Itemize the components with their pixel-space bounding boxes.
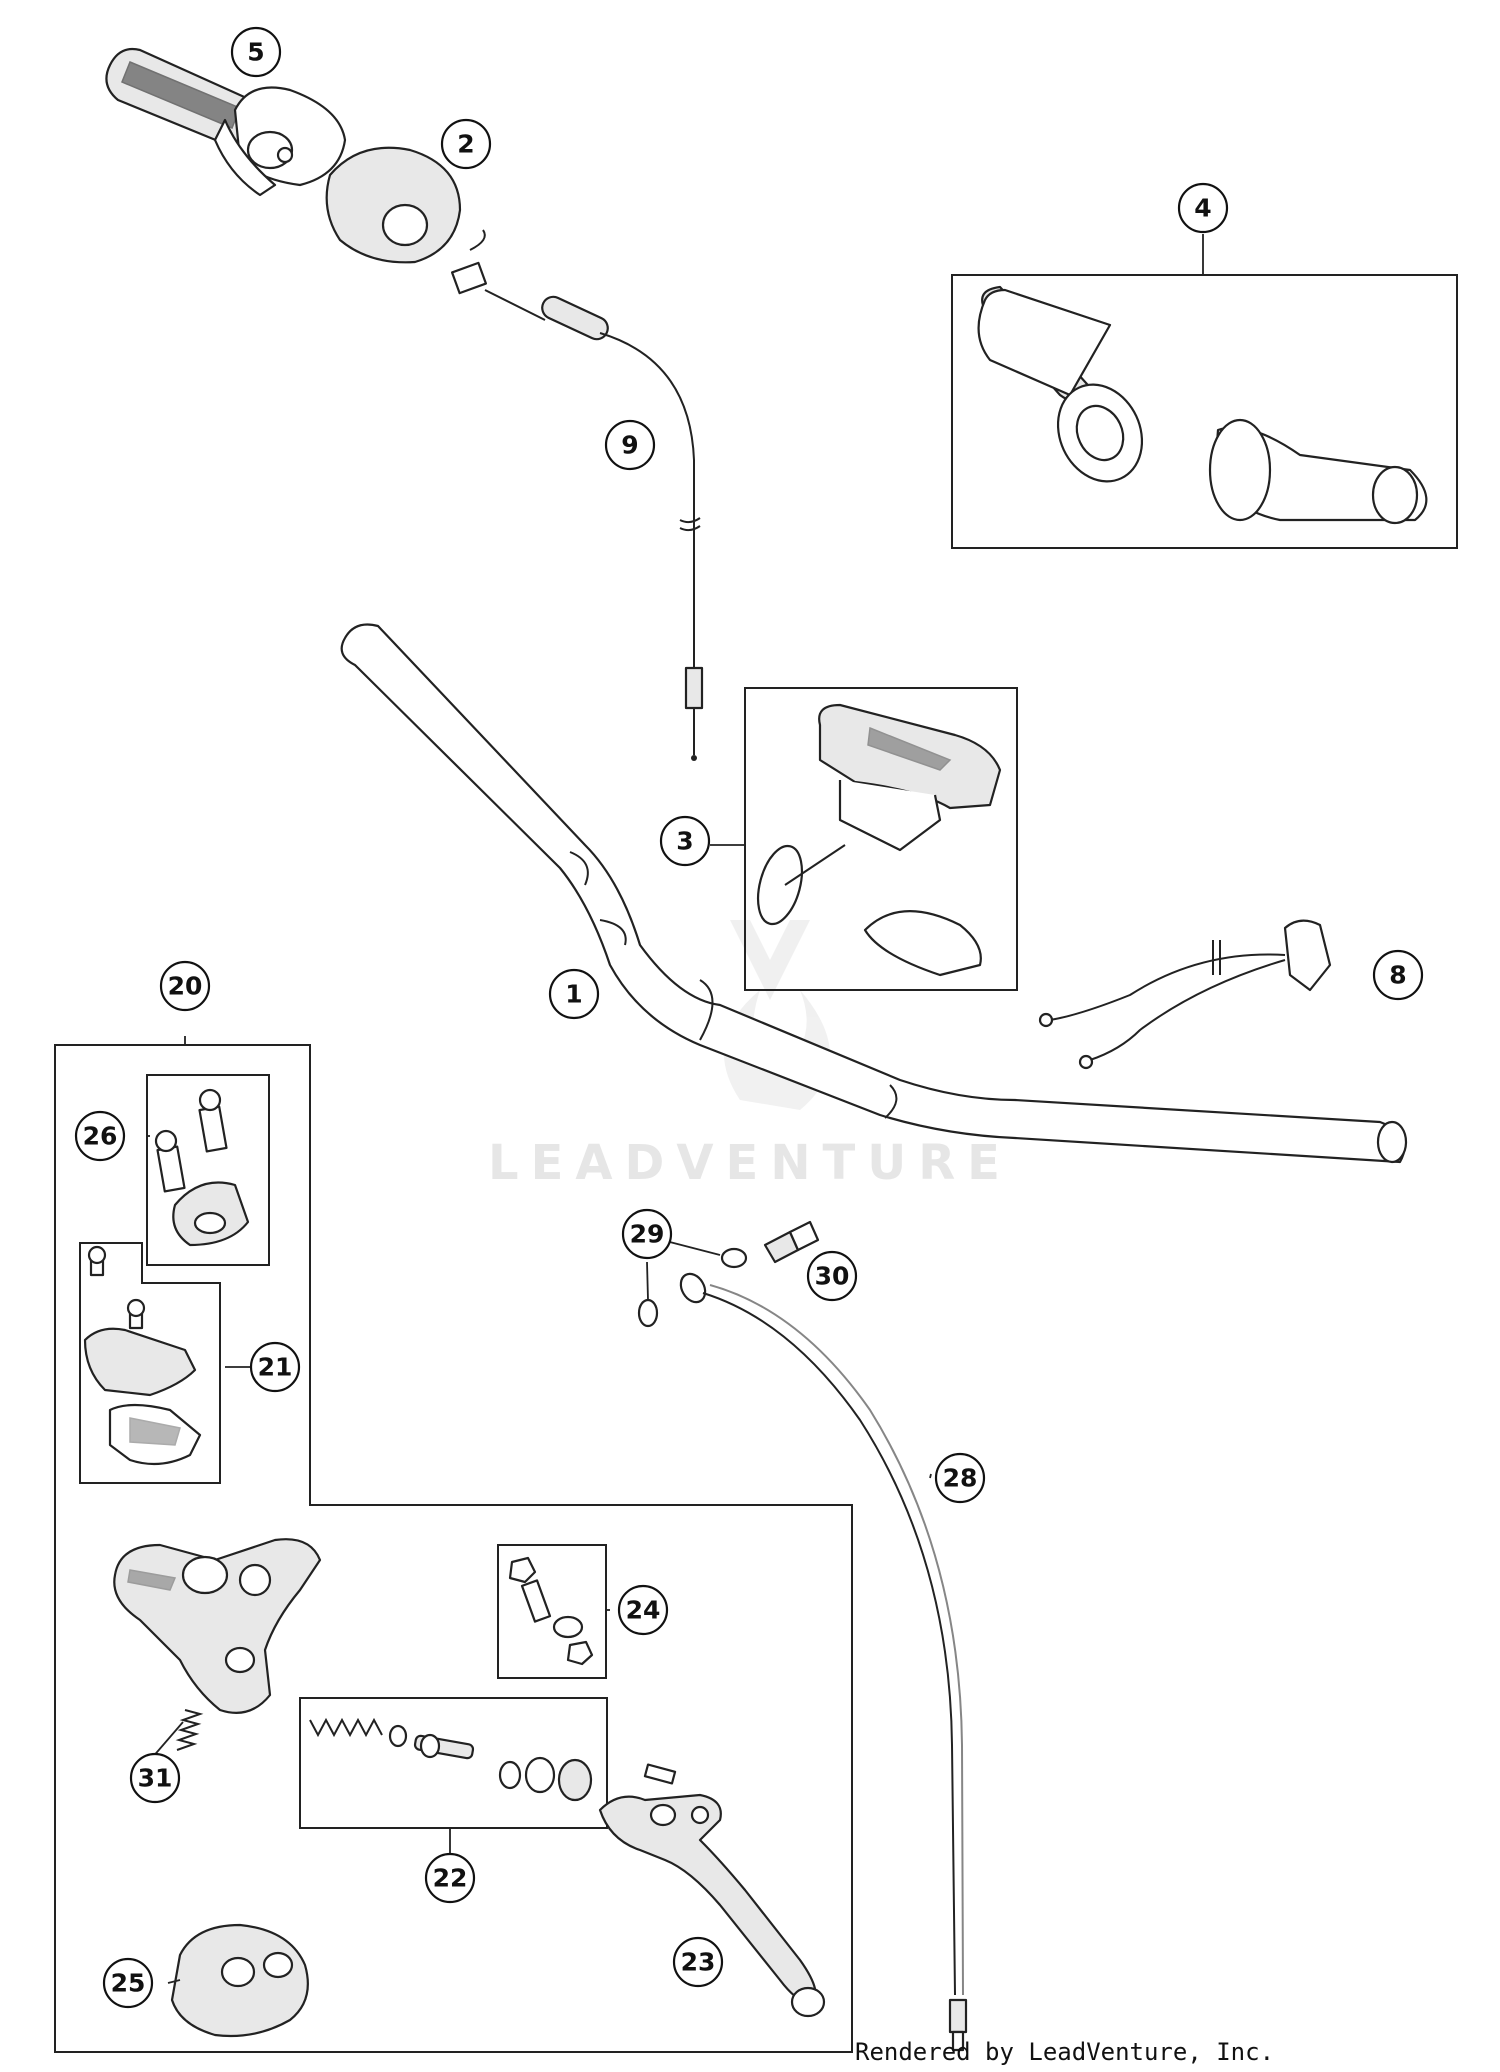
callout-28: 28: [934, 1452, 986, 1504]
callout-4: 5: [230, 26, 282, 78]
adjuster-box: [497, 1544, 607, 1679]
callout-4-label: 5: [247, 38, 264, 67]
adjuster-part: [508, 1556, 594, 1666]
callout-24: 24: [617, 1584, 669, 1636]
callout-21-label: 21: [258, 1353, 293, 1382]
callout-25: 25: [102, 1957, 154, 2009]
throttle-cover-part: [325, 146, 462, 264]
callout-22: 22: [424, 1852, 476, 1904]
callout-2: 2: [440, 118, 492, 170]
callout-1-label: 1: [565, 980, 582, 1009]
callout-24-label: 24: [626, 1596, 661, 1625]
callout-30-label: 30: [815, 1262, 850, 1291]
callout-9: 9: [604, 419, 656, 471]
clutch-lever-part: [598, 1763, 826, 2018]
callout-25-label: 25: [111, 1969, 146, 1998]
clamp-part: [154, 1088, 250, 1247]
callout-5-label: 4: [1194, 194, 1211, 223]
callout-29: 29: [621, 1208, 673, 1260]
callout-22-label: 22: [433, 1864, 468, 1893]
lever-housing-part: [170, 1923, 309, 2038]
callout-26: 26: [74, 1110, 126, 1162]
callout-31: 31: [129, 1752, 181, 1804]
kill-switch-part: [1038, 919, 1332, 1070]
callout-21: 21: [249, 1341, 301, 1393]
throttle-cable-part: [450, 229, 704, 761]
callout-2-label: 2: [457, 130, 474, 159]
callout-8: 8: [1372, 949, 1424, 1001]
callout-9-label: 9: [621, 431, 638, 460]
callout-23-label: 23: [681, 1948, 716, 1977]
clutch-hose-part: [679, 1272, 968, 2052]
callout-20: 20: [159, 960, 211, 1012]
callout-31-label: 31: [138, 1764, 173, 1793]
grips-box: [951, 274, 1458, 549]
callout-29-label: 29: [630, 1220, 665, 1249]
cover-kit-box: [79, 1242, 221, 1484]
callout-30: 30: [806, 1250, 858, 1302]
handlebar-part: [340, 623, 1408, 1164]
watermark: LEADVENTURE: [488, 1135, 1012, 1191]
clamp-box: [146, 1074, 270, 1266]
callout-1: 1: [548, 968, 600, 1020]
callout-5: 4: [1177, 182, 1229, 234]
reservoir-cover-part: [83, 1245, 202, 1466]
clutch-assembly-box: [54, 1044, 853, 2053]
piston-kit-part: [309, 1717, 593, 1802]
callout-26-label: 26: [83, 1122, 118, 1151]
cover-box: [744, 687, 1018, 991]
callout-20-label: 20: [168, 972, 203, 1001]
leader-lines: [144, 234, 1204, 1984]
credit-text: Rendered by LeadVenture, Inc.: [855, 2038, 1275, 2066]
spring-part: [175, 1709, 204, 1751]
grips-part: [977, 285, 1428, 525]
bar-cover-part: [756, 703, 1002, 977]
master-cylinder-part: [113, 1538, 322, 1714]
piston-kit-box: [299, 1697, 608, 1829]
throttle-grip-part: [105, 47, 347, 197]
callout-3: 3: [659, 815, 711, 867]
callout-23: 23: [672, 1936, 724, 1988]
callout-28-label: 28: [943, 1464, 978, 1493]
callout-8-label: 8: [1389, 961, 1406, 990]
callout-3-label: 3: [676, 827, 693, 856]
